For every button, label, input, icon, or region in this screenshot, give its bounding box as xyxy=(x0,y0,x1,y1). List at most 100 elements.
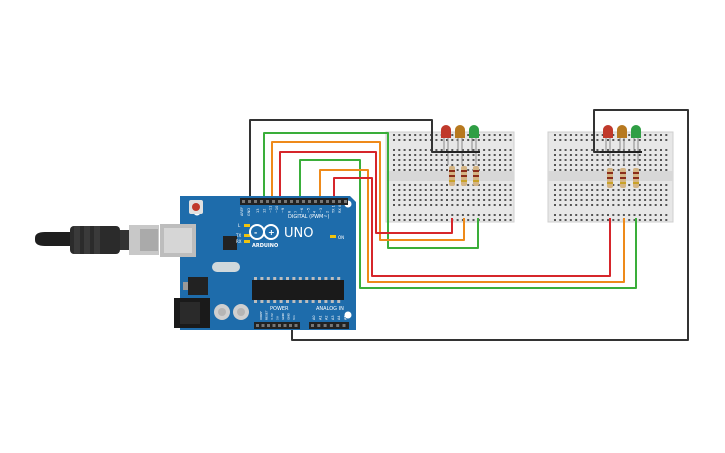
breadboard-hole xyxy=(617,139,620,141)
breadboard-hole xyxy=(477,154,480,156)
breadboard-hole xyxy=(509,139,512,141)
breadboard-hole xyxy=(649,199,652,201)
breadboard-hole xyxy=(612,189,615,191)
breadboard-hole xyxy=(649,189,652,191)
breadboard-hole xyxy=(633,219,636,221)
breadboard-hole xyxy=(622,214,625,216)
header-pin xyxy=(272,324,276,327)
breadboard-hole xyxy=(644,204,647,206)
breadboard-hole xyxy=(569,149,572,151)
digital-pin-label: RX 0 xyxy=(338,205,342,213)
breadboard-hole xyxy=(638,154,641,156)
breadboard-hole xyxy=(601,139,604,141)
breadboard-hole xyxy=(559,154,562,156)
breadboard-hole xyxy=(633,204,636,206)
breadboard-hole xyxy=(424,149,427,151)
breadboard-hole xyxy=(488,154,491,156)
breadboard-hole xyxy=(456,184,459,186)
breadboard-hole xyxy=(424,134,427,136)
breadboard-hole xyxy=(596,214,599,216)
header-pin xyxy=(289,324,292,327)
breadboard-hole xyxy=(638,204,641,206)
breadboard-hole xyxy=(649,194,652,196)
breadboard-hole xyxy=(430,189,433,191)
breadboard-hole xyxy=(477,199,480,201)
rx-label: RX xyxy=(236,239,242,244)
breadboard-hole xyxy=(591,149,594,151)
breadboard-hole xyxy=(435,219,438,221)
breadboard-hole xyxy=(483,199,486,201)
breadboard-hole xyxy=(493,134,496,136)
breadboard-hole xyxy=(398,199,401,201)
breadboard-hole xyxy=(601,184,604,186)
breadboard-hole xyxy=(472,219,475,221)
board-brand: ARDUINO xyxy=(252,243,278,249)
breadboard-hole xyxy=(575,214,578,216)
breadboard-hole xyxy=(654,164,657,166)
breadboard-hole xyxy=(414,154,417,156)
breadboard-hole xyxy=(398,154,401,156)
breadboard-hole xyxy=(665,199,668,201)
breadboard-hole xyxy=(660,169,662,171)
breadboard-hole xyxy=(575,199,578,201)
breadboard-hole xyxy=(569,199,572,201)
breadboard-hole xyxy=(504,164,507,166)
breadboard-hole xyxy=(424,194,427,196)
breadboard-hole xyxy=(612,214,615,216)
breadboard-hole xyxy=(456,164,459,166)
breadboard-hole xyxy=(580,204,583,206)
breadboard-hole xyxy=(461,199,464,201)
svg-text:+: + xyxy=(268,228,275,237)
breadboard-hole xyxy=(665,134,668,136)
breadboard-hole xyxy=(596,204,599,206)
breadboard-hole xyxy=(622,204,625,206)
header-pin xyxy=(254,200,257,203)
breadboard-hole xyxy=(456,199,459,201)
breadboard-hole xyxy=(430,194,433,196)
breadboard-hole xyxy=(580,159,583,161)
wire-orange-1 xyxy=(271,141,465,241)
breadboard-hole xyxy=(665,189,668,191)
breadboard-hole xyxy=(644,154,647,156)
breadboard-hole xyxy=(440,154,443,156)
breadboard-hole xyxy=(440,184,443,186)
aref-label: AREF xyxy=(240,207,244,216)
breadboard-hole xyxy=(617,219,620,221)
breadboard-hole xyxy=(398,194,401,196)
breadboard-hole xyxy=(456,154,459,156)
breadboard-hole xyxy=(601,134,604,136)
breadboard-hole xyxy=(499,139,501,141)
breadboard-hole xyxy=(398,159,401,161)
breadboard-hole xyxy=(467,199,470,201)
breadboard-hole xyxy=(488,204,491,206)
digital-pin-label: 13 xyxy=(256,209,260,213)
tx-label: TX xyxy=(235,233,241,238)
breadboard-hole xyxy=(644,189,647,191)
breadboard-hole xyxy=(580,189,583,191)
breadboard-hole xyxy=(393,199,395,201)
breadboard-hole xyxy=(612,134,615,136)
yellow-led xyxy=(455,125,465,138)
breadboard-hole xyxy=(617,194,620,196)
breadboard-hole xyxy=(644,214,647,216)
breadboard-hole xyxy=(564,154,567,156)
breadboard-hole xyxy=(569,219,572,221)
breadboard-hole xyxy=(617,164,620,166)
breadboard-hole xyxy=(435,164,438,166)
breadboard-hole xyxy=(554,199,556,201)
breadboard-hole xyxy=(591,164,594,166)
breadboard-hole xyxy=(607,219,609,221)
breadboard-hole xyxy=(591,184,594,186)
breadboard-hole xyxy=(575,154,578,156)
breadboard-hole xyxy=(472,189,475,191)
header-pin xyxy=(320,200,323,203)
breadboard-hole xyxy=(493,189,496,191)
breadboard-hole xyxy=(483,154,486,156)
breadboard-hole xyxy=(654,204,657,206)
breadboard-hole xyxy=(451,204,454,206)
breadboard-hole xyxy=(622,194,625,196)
breadboard-hole xyxy=(430,169,433,171)
breadboard-hole xyxy=(483,194,486,196)
breadboard-hole xyxy=(564,149,567,151)
